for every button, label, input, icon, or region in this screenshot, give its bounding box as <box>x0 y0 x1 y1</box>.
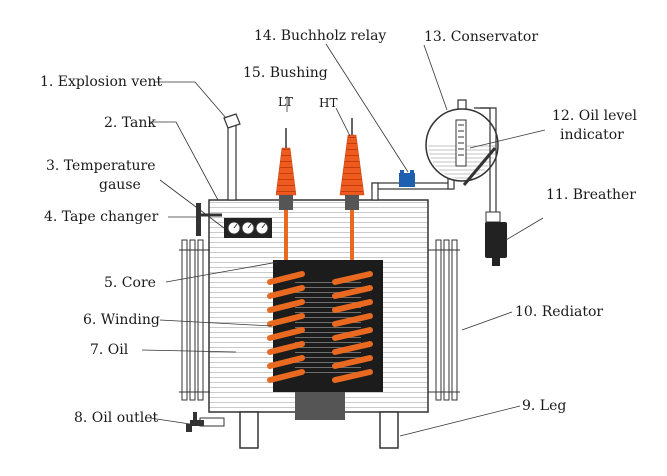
leg-right <box>379 411 399 449</box>
label-explosion-vent: 1. Explosion vent <box>40 74 163 90</box>
label-buchholz-relay: 14. Buchholz relay <box>254 28 386 44</box>
label-radiator: 10. Rediator <box>515 304 603 320</box>
label-leg: 9. Leg <box>522 398 566 414</box>
label-bushing-lt: LT <box>278 95 293 109</box>
label-tape-changer: 4. Tape changer <box>44 209 159 225</box>
label-bushing: 15. Bushing <box>243 65 328 81</box>
conservator <box>425 99 499 182</box>
radiator-right <box>428 239 460 401</box>
radiator-left <box>179 239 210 401</box>
label-winding: 6. Winding <box>83 312 160 328</box>
tap-changer <box>196 203 222 236</box>
breather <box>462 107 507 266</box>
label-breather: 11. Breather <box>546 187 636 203</box>
bushing-ht <box>339 118 365 210</box>
label-oil-outlet: 8. Oil outlet <box>74 410 159 426</box>
label-oil: 7. Oil <box>90 342 129 358</box>
label-conservator: 13. Conservator <box>424 29 538 45</box>
temperature-gauges <box>224 218 272 238</box>
label-bushing-ht: HT <box>319 96 337 110</box>
leg-left <box>239 411 259 449</box>
label-core: 5. Core <box>104 275 156 291</box>
oil-outlet-valve <box>186 412 225 432</box>
winding-left <box>267 271 305 383</box>
explosion-vent <box>223 113 241 201</box>
label-oil-level-indicator-line2: indicator <box>560 127 624 143</box>
label-temperature-gauge-line2: gause <box>99 177 141 193</box>
leader-lines <box>141 43 546 437</box>
label-temperature-gauge-line1: 3. Temperature <box>46 158 156 174</box>
label-tank: 2. Tank <box>104 115 156 131</box>
winding-right <box>332 271 373 383</box>
buchholz-relay <box>399 170 415 187</box>
bushing-lt <box>275 128 297 210</box>
label-oil-level-indicator-line1: 12. Oil level <box>552 108 638 124</box>
